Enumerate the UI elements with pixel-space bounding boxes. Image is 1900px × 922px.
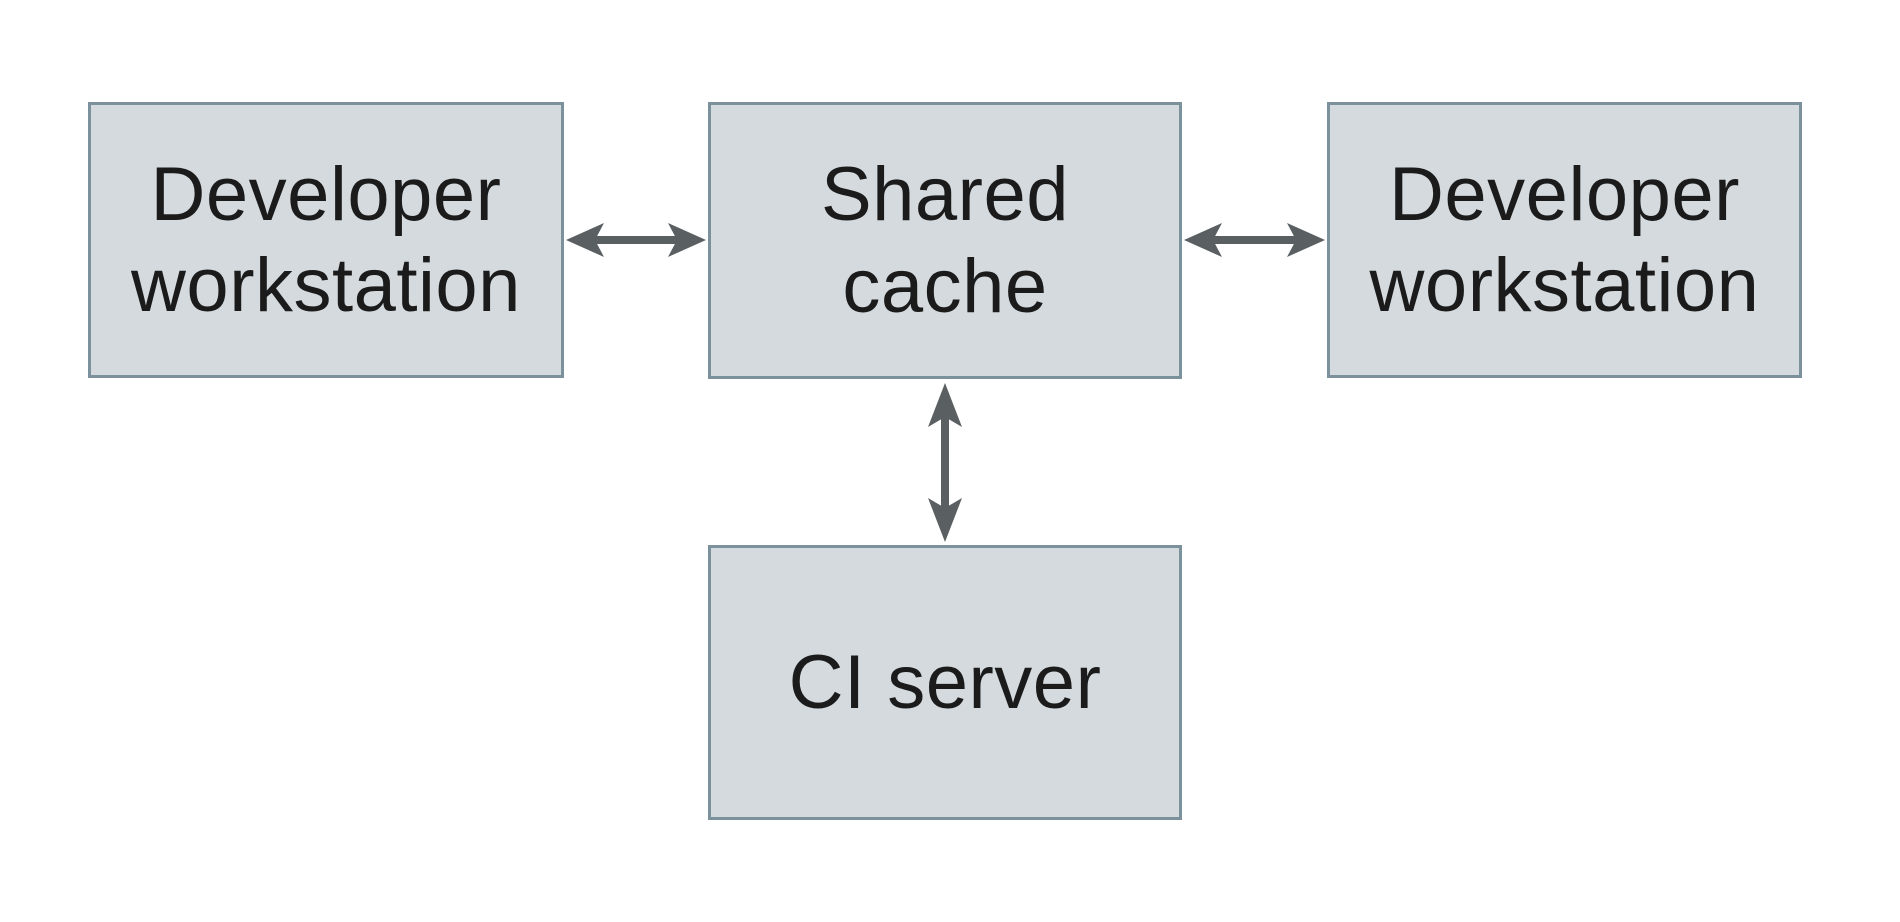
node-shared-cache: Shared cache [708,102,1182,379]
node-label-developer-workstation-right: Developer workstation [1369,151,1760,328]
node-developer-workstation-right: Developer workstation [1327,102,1802,378]
bidirectional-arrow-icon-sharedcache-devright [1184,223,1325,257]
node-developer-workstation-left: Developer workstation [88,102,564,378]
node-ci-server: CI server [708,545,1182,820]
bidirectional-arrow-icon-devleft-sharedcache [566,223,706,257]
bidirectional-arrow-icon-sharedcache-ciserver [928,383,962,542]
node-label-developer-workstation-left: Developer workstation [131,151,521,328]
node-label-shared-cache: Shared cache [820,152,1070,329]
node-label-ci-server: CI server [788,639,1102,725]
